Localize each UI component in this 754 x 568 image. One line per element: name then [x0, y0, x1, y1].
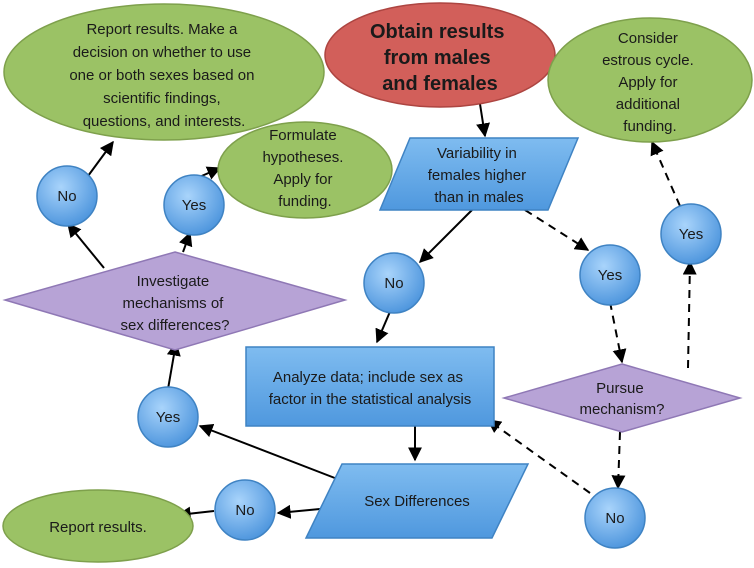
investigate-line-1: Investigate [137, 273, 210, 290]
variability-node: Variability in females higher than in ma… [378, 137, 580, 211]
answer-yes-variability: Yes [579, 244, 641, 306]
report-decision-line-4: scientific findings, [103, 90, 221, 107]
svg-text:Yes: Yes [679, 226, 703, 243]
variability-line-3: than in males [434, 189, 523, 206]
variability-line-1: Variability in [437, 145, 517, 162]
investigate-line-2: mechanisms of [122, 295, 224, 312]
svg-text:Formulate hypotheses.: Formulate hypotheses. Apply for funding. [262, 127, 347, 210]
pursue-line-1: Pursue [596, 380, 644, 397]
answer-no-top-left: No [36, 165, 98, 227]
svg-text:No: No [384, 275, 403, 292]
pursue-node: Pursue mechanism? [501, 363, 743, 433]
arrow-no-to-report-decision [87, 140, 114, 177]
answer-no-sex-diff: No [214, 479, 276, 541]
answer-no-pursue: No [584, 487, 646, 549]
answer-yes-sex-diff: Yes [137, 386, 199, 448]
consider-estrous-node: Consider estrous cycle. Apply for additi… [547, 17, 753, 143]
report-decision-line-1: Report results. Make a [86, 21, 238, 38]
consider-estrous-line-1: Consider [618, 30, 678, 47]
formulate-line-4: funding. [278, 193, 331, 210]
arrow-yes-to-pursue [609, 301, 627, 364]
formulate-line-3: Apply for [273, 171, 332, 188]
consider-estrous-line-5: funding. [623, 118, 676, 135]
svg-text:Yes: Yes [156, 409, 180, 426]
svg-text:Pursue mechanism?: Pursue mechanism? [579, 380, 664, 418]
arrow-variability-to-yes [524, 209, 590, 251]
analyze-line-1: Analyze data; include sex as [273, 369, 463, 386]
svg-text:Report results.: Report results. [49, 519, 147, 536]
arrow-investigate-to-no [67, 222, 105, 269]
consider-estrous-line-3: Apply for [618, 74, 677, 91]
pursue-line-2: mechanism? [579, 401, 664, 418]
arrow-variability-to-no [419, 209, 473, 263]
svg-text:No: No [605, 510, 624, 527]
report-decision-line-2: decision on whether to use [73, 44, 251, 61]
svg-text:Investigate mechanisms o: Investigate mechanisms of sex difference… [121, 273, 230, 334]
svg-text:Yes: Yes [598, 267, 622, 284]
obtain-results-node: Obtain results from males and females [324, 2, 556, 108]
formulate-line-1: Formulate [269, 127, 337, 144]
answer-yes-top-left: Yes [163, 174, 225, 236]
arrow-pursue-to-no [611, 431, 626, 490]
svg-text:Yes: Yes [182, 197, 206, 214]
sex-differences-label: Sex Differences [364, 493, 470, 510]
arrow-no-to-analyze-dashed [486, 419, 591, 494]
consider-estrous-line-4: additional [616, 96, 680, 113]
svg-text:Sex Differences: Sex Differences [364, 493, 470, 510]
svg-text:Report results. Make a d: Report results. Make a decision on wheth… [69, 21, 258, 130]
obtain-results-line-2: from males [384, 47, 491, 69]
svg-text:Consider estrous cycle.: Consider estrous cycle. Apply for additi… [602, 30, 698, 135]
investigate-line-3: sex differences? [121, 317, 230, 334]
svg-text:Obtain results from male: Obtain results from males and females [370, 21, 510, 95]
report-decision-node: Report results. Make a decision on wheth… [3, 3, 325, 141]
report-results-label: Report results. [49, 519, 147, 536]
arrow-sexdiff-to-no [276, 504, 321, 519]
variability-line-2: females higher [428, 167, 526, 184]
obtain-results-line-3: and females [382, 73, 498, 95]
consider-estrous-line-2: estrous cycle. [602, 52, 694, 69]
formulate-line-2: hypotheses. [262, 149, 343, 166]
arrow-sexdiff-to-yes [198, 424, 341, 481]
arrow-pursue-to-yes [682, 260, 697, 369]
svg-text:No: No [57, 188, 76, 205]
sex-differences-node: Sex Differences [304, 463, 530, 539]
report-results-node: Report results. [2, 489, 194, 563]
svg-text:Variability in females h: Variability in females higher than in ma… [428, 145, 531, 206]
answer-no-variability: No [363, 252, 425, 314]
obtain-results-line-1: Obtain results [370, 21, 504, 43]
svg-text:Analyze data; include sex as: Analyze data; include sex as factor in t… [269, 369, 472, 408]
arrow-investigate-to-yes [179, 231, 193, 253]
svg-text:No: No [235, 502, 254, 519]
analyze-node: Analyze data; include sex as factor in t… [245, 346, 495, 427]
analyze-line-2: factor in the statistical analysis [269, 391, 472, 408]
report-decision-line-3: one or both sexes based on [69, 67, 254, 84]
arrow-yes-to-consider [650, 140, 681, 207]
answer-yes-right-top: Yes [660, 203, 722, 265]
formulate-hypotheses-node: Formulate hypotheses. Apply for funding. [217, 121, 393, 219]
report-decision-line-5: questions, and interests. [83, 113, 246, 130]
investigate-node: Investigate mechanisms of sex difference… [2, 251, 348, 351]
arrow-obtain-to-variability [476, 103, 490, 138]
